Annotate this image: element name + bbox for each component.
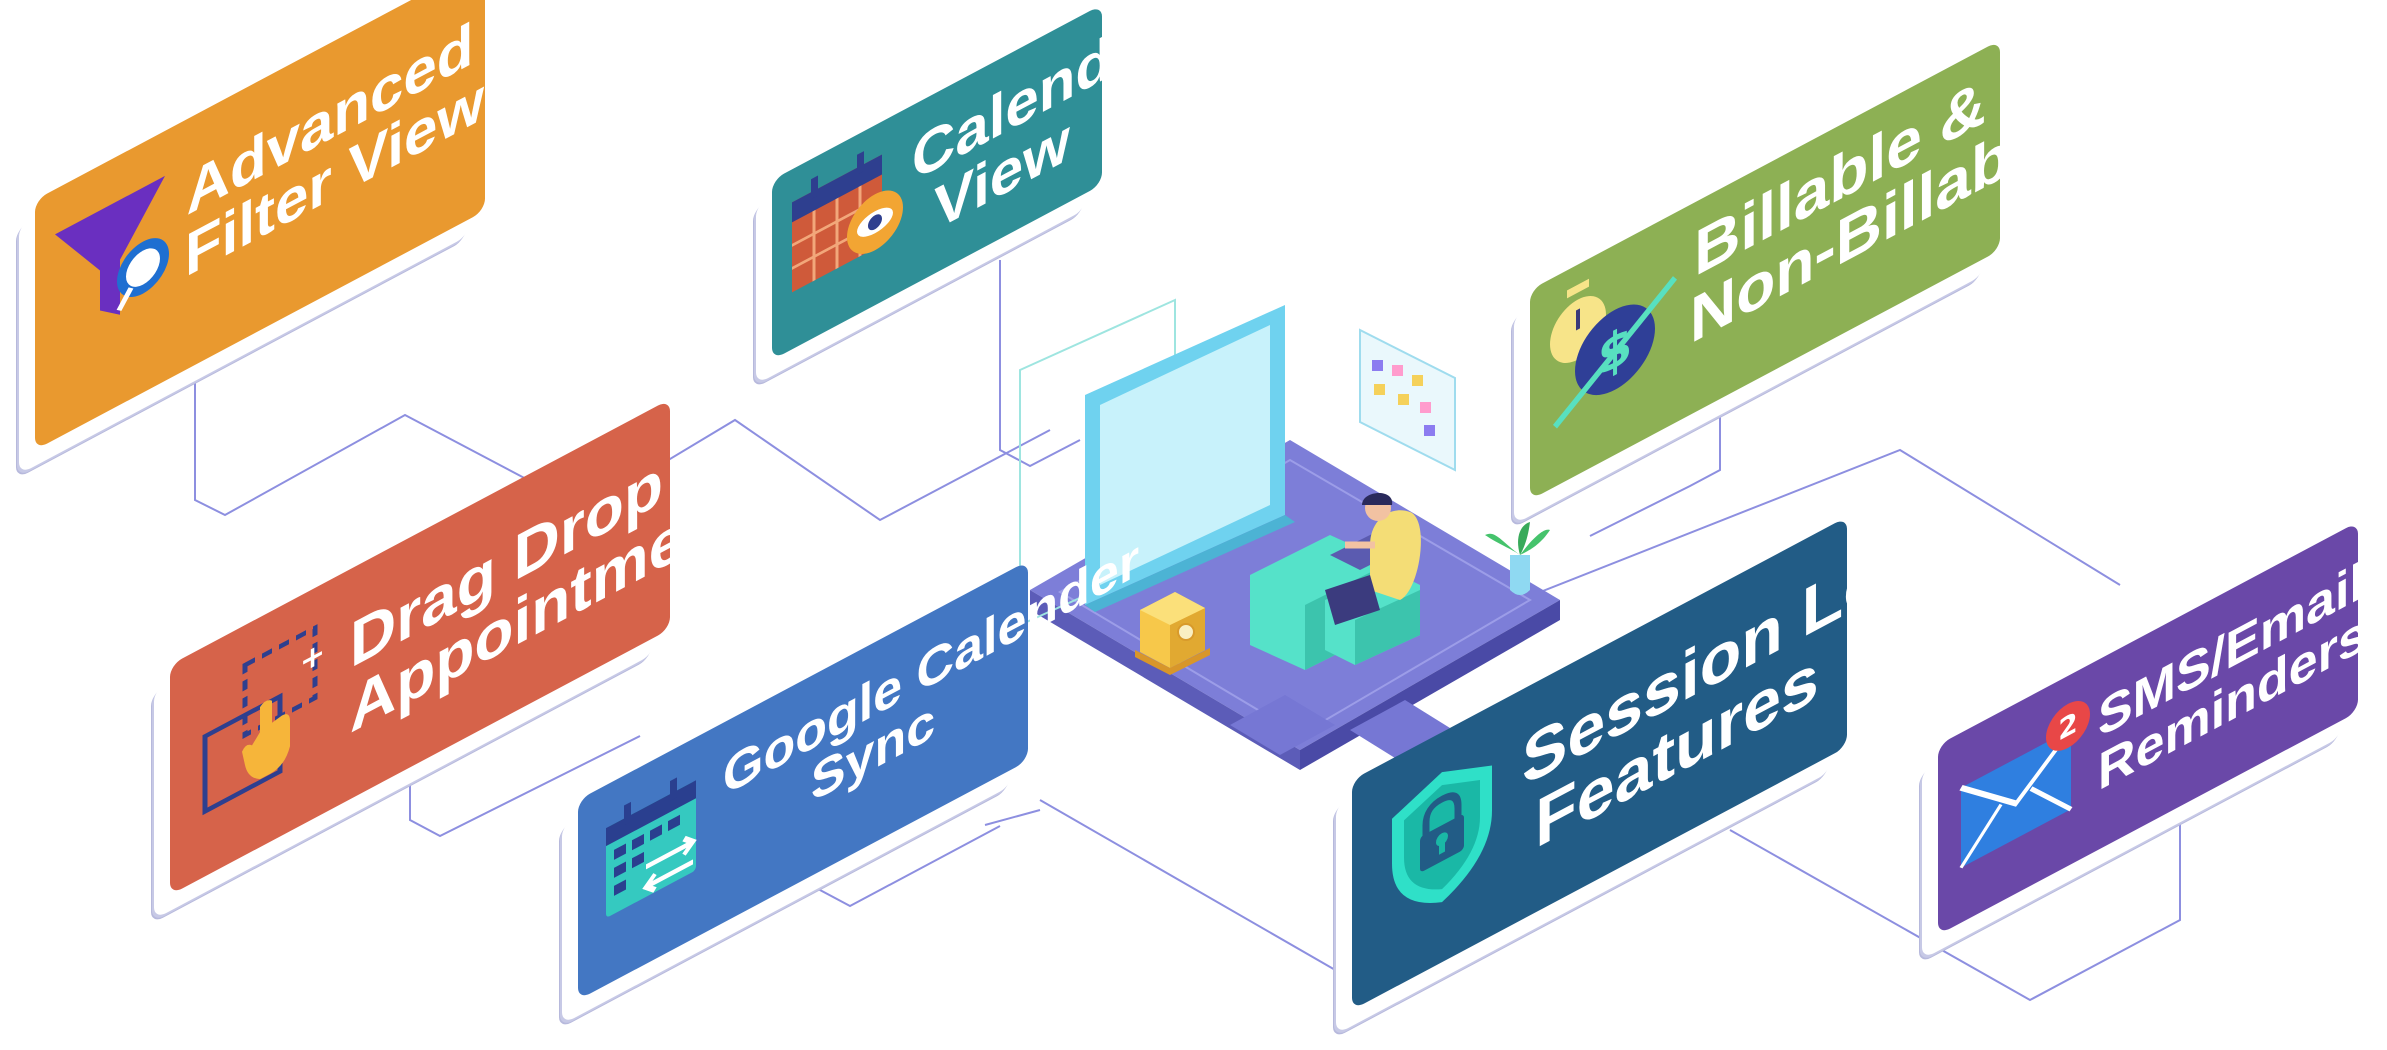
feature-card-google-calender-sync: Google Calender Sync <box>578 529 1139 1000</box>
envelope-badge-icon: 2 <box>1959 700 2090 869</box>
calendar-eye-icon <box>792 151 903 293</box>
funnel-search-icon <box>55 175 169 315</box>
drag-drop-hand-icon: + <box>202 624 325 816</box>
feature-card-session-lock-features: Session Lock Features <box>1352 493 1960 1010</box>
feature-card-advanced-filter-views: Advanced Filter Views <box>35 0 517 451</box>
svg-text:+: + <box>300 632 325 681</box>
notification-badge-count: 2 <box>2058 705 2077 748</box>
feature-card-billable-non-billable: $ Billable & Non-Billable <box>1530 40 2063 501</box>
workstation <box>1019 298 1560 770</box>
feature-card-drag-drop-appointment: + Drag Drop Appointment <box>170 399 745 895</box>
calendar-sync-icon <box>606 777 697 917</box>
stopwatch-dollar-icon: $ <box>1550 276 1678 429</box>
feature-card-calendar-view: Calendar View <box>772 0 1169 360</box>
shield-lock-icon <box>1392 765 1492 903</box>
feature-card-sms-email-reminders: 2 SMS/Email Reminders <box>1938 521 2367 935</box>
